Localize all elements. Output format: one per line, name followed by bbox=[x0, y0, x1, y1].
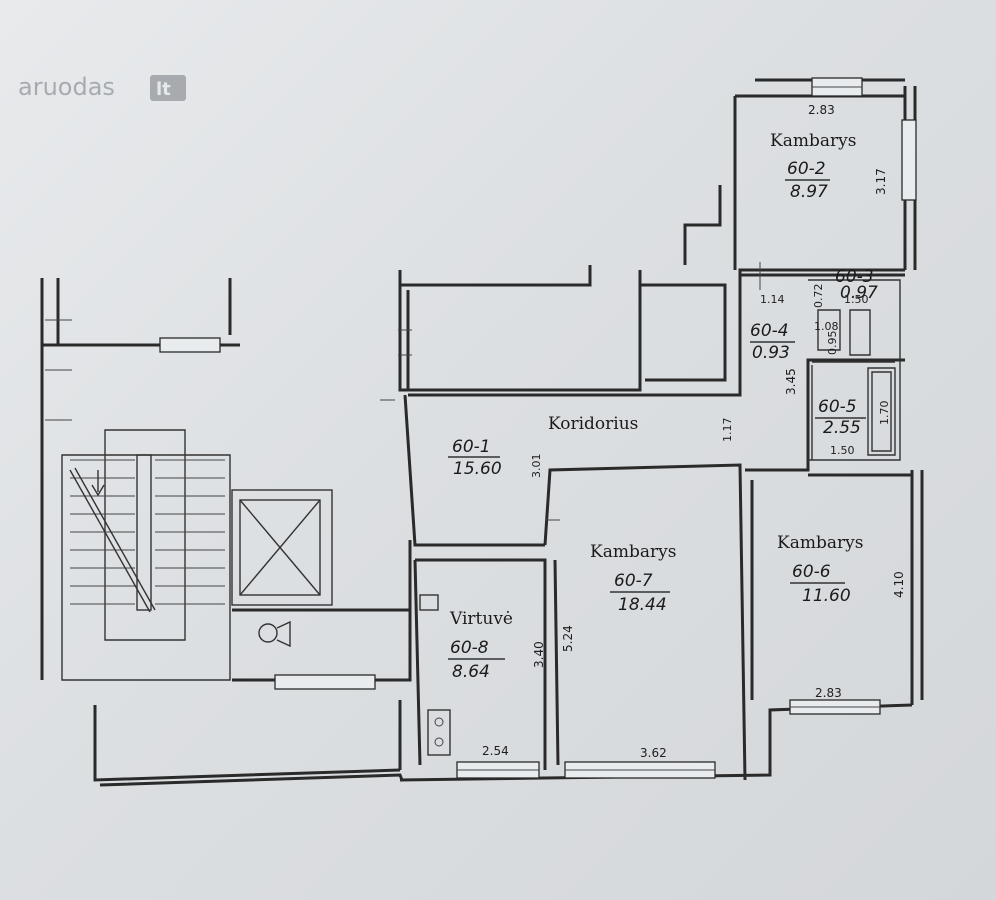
room-name: Koridorius bbox=[548, 414, 638, 434]
exterior-walls bbox=[40, 78, 924, 787]
room-60-3: 60-3 0.97 bbox=[835, 267, 878, 303]
room-code: 60-4 bbox=[750, 321, 789, 341]
wall-ticks bbox=[45, 262, 761, 521]
dimension-labels: 2.83 3.17 1.14 0.72 1.50 1.08 0.95 3.45 … bbox=[482, 103, 906, 760]
dim-r6-width: 2.83 bbox=[815, 686, 842, 700]
dim-r3-c: 1.50 bbox=[844, 293, 869, 306]
dim-r3-a: 1.14 bbox=[760, 293, 785, 306]
room-area: 11.60 bbox=[802, 586, 851, 606]
room-code: 60-3 bbox=[835, 267, 874, 287]
interior-walls bbox=[228, 185, 912, 781]
stair-arrow-icon bbox=[91, 470, 105, 497]
windows bbox=[159, 77, 917, 779]
room-code: 60-1 bbox=[452, 437, 491, 457]
room-area: 15.60 bbox=[453, 459, 502, 479]
room-60-6: Kambarys 60-6 11.60 bbox=[777, 533, 863, 606]
room-code: 60-2 bbox=[787, 159, 826, 179]
dim-r5-width: 1.50 bbox=[830, 444, 855, 457]
dim-r4-a: 1.08 bbox=[814, 320, 839, 333]
room-area: 0.93 bbox=[752, 343, 790, 363]
garbage-chute-icon bbox=[258, 623, 278, 643]
room-60-4: 60-4 0.93 bbox=[750, 321, 795, 363]
room-60-8: Virtuvė 60-8 8.64 bbox=[448, 609, 513, 682]
room-area: 8.97 bbox=[790, 182, 828, 202]
logo-suffix-text: lt bbox=[156, 79, 171, 100]
dim-r7-height: 5.24 bbox=[561, 625, 575, 652]
stove-icon bbox=[427, 709, 451, 756]
room-code: 60-7 bbox=[614, 571, 653, 591]
room-area: 18.44 bbox=[618, 595, 667, 615]
dim-r4-c: 3.45 bbox=[784, 368, 798, 395]
logo-brand-text: aruodas bbox=[18, 73, 115, 101]
room-60-1: Koridorius 60-1 15.60 bbox=[448, 414, 638, 479]
room-name: Kambarys bbox=[590, 542, 676, 562]
dim-corridor-a: 1.17 bbox=[721, 418, 734, 443]
room-area: 0.97 bbox=[840, 283, 878, 303]
room-60-5: 60-5 2.55 bbox=[815, 397, 866, 438]
dim-r4-b: 0.95 bbox=[826, 331, 839, 356]
dim-r8-height: 3.40 bbox=[532, 641, 546, 668]
room-area: 2.55 bbox=[823, 418, 861, 438]
room-code: 60-6 bbox=[792, 562, 831, 582]
room-area: 8.64 bbox=[452, 662, 490, 682]
dim-corridor-b: 3.01 bbox=[530, 454, 543, 479]
elevator-shaft bbox=[231, 489, 412, 682]
stairwell bbox=[61, 429, 231, 681]
dim-r3-b: 0.72 bbox=[812, 284, 825, 309]
logo-badge bbox=[150, 75, 186, 101]
stair-steps bbox=[70, 459, 225, 605]
room-code: 60-8 bbox=[450, 638, 489, 658]
room-60-7: Kambarys 60-7 18.44 bbox=[590, 542, 676, 615]
sink-icon bbox=[419, 594, 439, 611]
room-name: Kambarys bbox=[770, 131, 856, 151]
room-name: Kambarys bbox=[777, 533, 863, 553]
room-code: 60-5 bbox=[818, 397, 857, 417]
dim-r6-height: 4.10 bbox=[892, 571, 906, 598]
dim-r5-height: 1.70 bbox=[878, 401, 891, 426]
dim-r2-width: 2.83 bbox=[808, 103, 835, 117]
dim-r2-height: 3.17 bbox=[874, 168, 888, 195]
room-60-2: Kambarys 60-2 8.97 bbox=[770, 131, 856, 202]
room-name: Virtuvė bbox=[449, 609, 513, 629]
dim-r7-width: 3.62 bbox=[640, 746, 667, 760]
aruodas-logo: aruodas lt bbox=[18, 73, 186, 101]
dim-r8-width: 2.54 bbox=[482, 744, 509, 758]
